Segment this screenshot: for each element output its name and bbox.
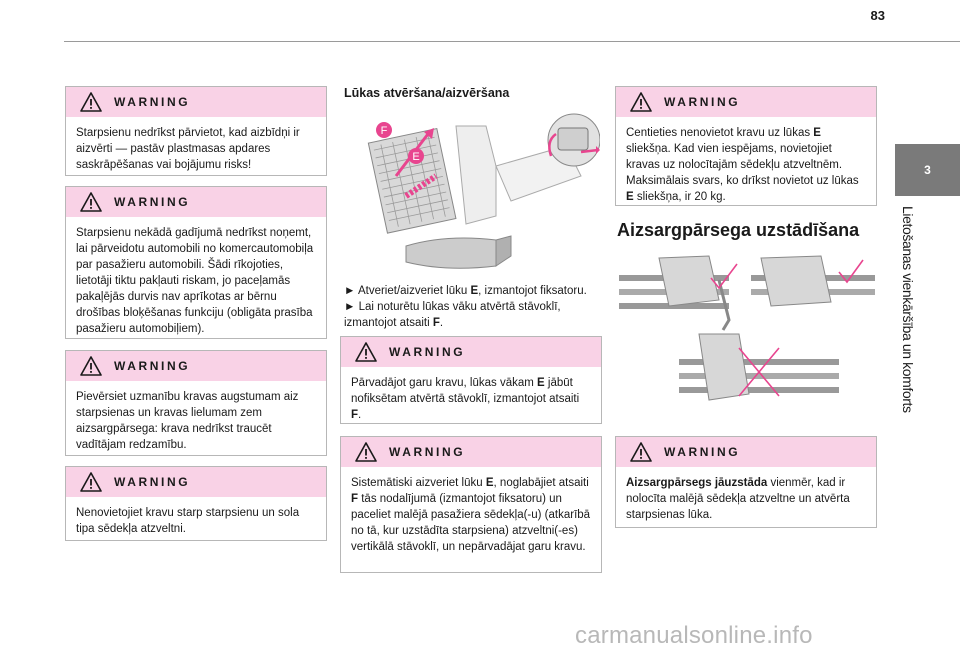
warning-triangle-icon <box>80 92 102 112</box>
warning-label: WARNING <box>664 95 741 109</box>
warning-box: WARNING Nenovietojiet kravu starp starps… <box>65 466 327 541</box>
warning-box: WARNING Sistemātiski aizveriet lūku E, n… <box>340 436 602 573</box>
chapter-title: Lietošanas vienkāršība un komforts <box>900 206 916 413</box>
warning-text: Aizsargpārsegs jāuzstāda vienmēr, kad ir… <box>626 477 850 521</box>
section-title: Lūkas atvēršana/aizvēršana <box>344 86 510 100</box>
warning-text: Pievērsiet uzmanību kravas augstumam aiz… <box>76 391 299 451</box>
warning-header: WARNING <box>341 337 601 367</box>
warning-header: WARNING <box>616 87 876 117</box>
warning-box: WARNING Pievērsiet uzmanību kravas augst… <box>65 350 327 456</box>
warning-triangle-icon <box>630 92 652 112</box>
warning-header: WARNING <box>66 467 326 497</box>
warning-label: WARNING <box>664 445 741 459</box>
warning-text: Sistemātiski aizveriet lūku E, noglabāji… <box>351 477 591 553</box>
warning-label: WARNING <box>389 445 466 459</box>
watermark: carmanualsonline.info <box>575 622 813 649</box>
warning-box: WARNING Centieties nenovietot kravu uz l… <box>615 86 877 206</box>
warning-header: WARNING <box>616 437 876 467</box>
warning-header: WARNING <box>341 437 601 467</box>
warning-triangle-icon <box>80 192 102 212</box>
section-title: Aizsargpārsega uzstādīšana <box>617 220 860 240</box>
warning-triangle-icon <box>355 342 377 362</box>
warning-label: WARNING <box>114 195 191 209</box>
instructions: ► Atveriet/aizveriet lūku E, izmantojot … <box>344 283 602 331</box>
warning-label: WARNING <box>114 475 191 489</box>
instruction-line: ► Atveriet/aizveriet lūku E, izmantojot … <box>344 285 587 297</box>
warning-text: Starpsienu nedrīkst pārvietot, kad aizbī… <box>76 127 300 171</box>
hatch-illustration: F E <box>346 106 600 278</box>
callout-e: E <box>412 151 419 163</box>
warning-box: WARNING Pārvadājot garu kravu, lūkas vāk… <box>340 336 602 424</box>
warning-header: WARNING <box>66 187 326 217</box>
top-rule <box>64 41 960 42</box>
warning-label: WARNING <box>114 95 191 109</box>
warning-text: Pārvadājot garu kravu, lūkas vākam E jāb… <box>351 377 580 421</box>
warning-box: WARNING Starpsienu nekādā gadījumā nedrī… <box>65 186 327 339</box>
warning-text: Centieties nenovietot kravu uz lūkas E s… <box>626 127 859 203</box>
warning-header: WARNING <box>66 351 326 381</box>
warning-label: WARNING <box>389 345 466 359</box>
warning-text: Starpsienu nekādā gadījumā nedrīkst noņe… <box>76 227 314 335</box>
warning-triangle-icon <box>630 442 652 462</box>
warning-label: WARNING <box>114 359 191 373</box>
warning-box: WARNING Aizsargpārsegs jāuzstāda vienmēr… <box>615 436 877 528</box>
warning-text: Nenovietojiet kravu starp starpsienu un … <box>76 507 300 535</box>
warning-triangle-icon <box>80 472 102 492</box>
page-number: 83 <box>870 8 885 23</box>
callout-f: F <box>381 125 388 137</box>
cover-installation-illustration <box>619 250 877 408</box>
warning-box: WARNING Starpsienu nedrīkst pārvietot, k… <box>65 86 327 176</box>
warning-header: WARNING <box>66 87 326 117</box>
instruction-line: ► Lai noturētu lūkas vāku atvērtā stāvok… <box>344 301 561 329</box>
warning-triangle-icon <box>80 356 102 376</box>
chapter-tab[interactable]: 3 <box>895 144 960 196</box>
warning-triangle-icon <box>355 442 377 462</box>
